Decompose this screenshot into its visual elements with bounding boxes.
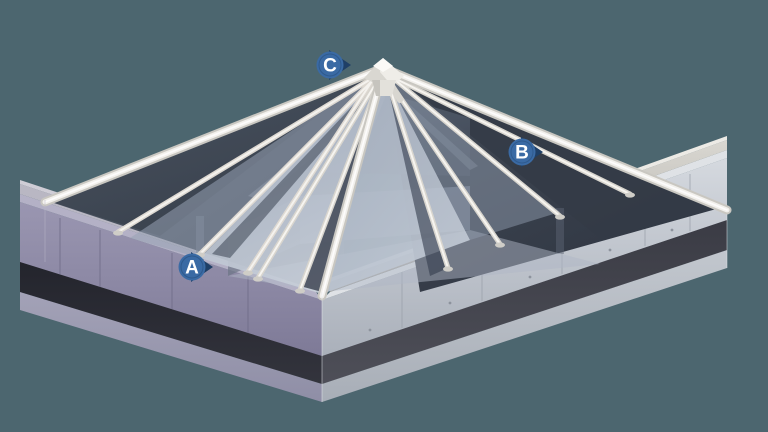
- marker-letter: A: [185, 258, 199, 279]
- interior-post-3: [556, 208, 564, 254]
- callout-marker-c[interactable]: C: [313, 48, 355, 82]
- hip-shadow-far-left: [212, 76, 383, 258]
- glass-panel-front-left-b: [130, 70, 383, 258]
- marker-circle-inner-ring: [180, 255, 204, 279]
- kerb-fixings: [368, 228, 674, 332]
- hip-rafters: [40, 65, 732, 301]
- marker-circle: [508, 138, 536, 166]
- marker-circle-inner-ring: [318, 53, 342, 77]
- flashing-left-face: [20, 258, 322, 384]
- marker-letter: C: [323, 56, 337, 77]
- marker-circle: [316, 51, 344, 79]
- finial-collar-shade: [372, 80, 380, 96]
- callout-marker-a[interactable]: A: [175, 250, 217, 284]
- marker-letter: B: [515, 143, 529, 164]
- finial-top: [373, 58, 393, 72]
- roof-deck-front-left-face: [20, 292, 322, 402]
- marker-circle-inner-ring: [510, 140, 534, 164]
- kerb-left-seams: [59, 218, 249, 333]
- glazing-bars-left: [115, 71, 382, 275]
- rafter-end-caps: [113, 192, 635, 294]
- glass-panel-right-b: [383, 66, 727, 238]
- edge-highlights: [44, 200, 728, 402]
- glass-panel-left-b: [45, 66, 383, 236]
- callout-marker-b[interactable]: B: [505, 135, 547, 169]
- glazing-bars-right: [383, 71, 633, 271]
- roof-deck-front-right-face: [322, 250, 727, 402]
- marker-circle: [178, 253, 206, 281]
- ridge-finial: [364, 58, 404, 96]
- glass-panel-front-right-b: [383, 70, 560, 240]
- kerb-left-face: [20, 202, 322, 356]
- flashing-right-face: [322, 216, 727, 384]
